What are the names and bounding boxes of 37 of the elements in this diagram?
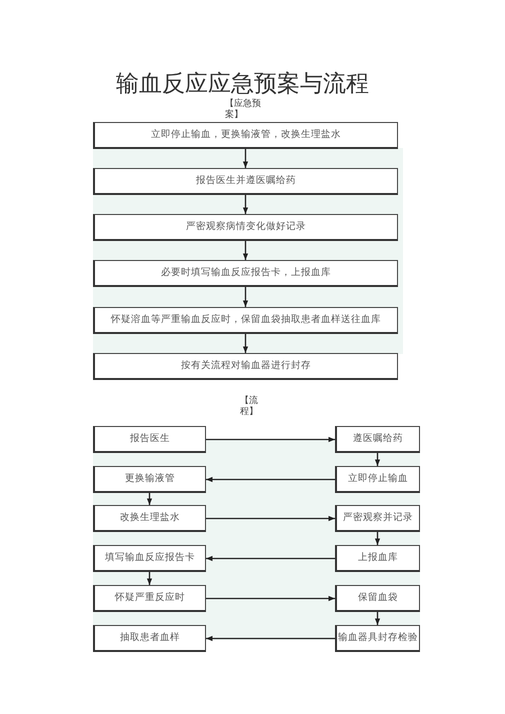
process-box: 按有关流程对输血器进行封存 bbox=[93, 353, 398, 380]
process-box: 必要时填写输血反应报告卡，上报血库 bbox=[93, 260, 398, 287]
arrow bbox=[242, 195, 248, 214]
section-heading: 【应急预案】 bbox=[225, 99, 262, 122]
process-box: 严密观察并记录 bbox=[335, 505, 420, 532]
arrow bbox=[374, 612, 380, 625]
arrow bbox=[146, 572, 152, 585]
process-box: 更换输液管 bbox=[93, 466, 206, 493]
process-box: 填写输血反应报告卡 bbox=[93, 545, 206, 572]
process-box: 改换生理盐水 bbox=[93, 505, 206, 532]
arrow bbox=[206, 556, 335, 562]
arrow bbox=[206, 436, 335, 442]
arrow bbox=[242, 287, 248, 307]
arrow bbox=[374, 532, 380, 545]
process-box: 立即停止输血，更换输液管，改换生理盐水 bbox=[93, 122, 398, 149]
arrow bbox=[242, 149, 248, 168]
arrow bbox=[206, 476, 335, 482]
arrow bbox=[146, 493, 152, 505]
arrow bbox=[206, 516, 335, 522]
arrow bbox=[206, 636, 335, 642]
process-box: 上报血库 bbox=[335, 545, 420, 572]
process-box: 抽取患者血样 bbox=[93, 625, 206, 652]
section-heading: 【流程】 bbox=[240, 396, 259, 418]
process-box: 报告医生并遵医嘱给药 bbox=[93, 168, 398, 195]
arrow bbox=[206, 596, 335, 602]
arrow bbox=[242, 334, 248, 353]
process-box: 怀疑溶血等严重输血反应时，保留血袋抽取患者血样送往血库 bbox=[93, 307, 398, 334]
process-box: 严密观察病情变化做好记录 bbox=[93, 214, 398, 241]
arrow bbox=[374, 453, 380, 466]
process-box: 立即停止输血 bbox=[335, 466, 420, 493]
process-box: 保留血袋 bbox=[335, 585, 420, 612]
process-box: 遵医嘱给药 bbox=[335, 426, 420, 453]
title: 输血反应应急预案与流程 bbox=[115, 70, 370, 98]
process-box: 输血器具封存检验 bbox=[335, 625, 420, 652]
process-box: 怀疑严重反应时 bbox=[93, 585, 206, 612]
process-box: 报告医生 bbox=[93, 426, 206, 453]
arrow bbox=[242, 241, 248, 260]
